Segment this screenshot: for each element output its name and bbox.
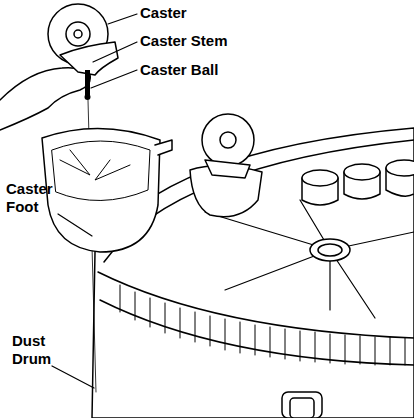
drum-spokes [205, 200, 414, 318]
caster-drawing [48, 4, 118, 100]
drum-band [100, 300, 414, 365]
hand [0, 68, 90, 130]
drum-knob [282, 392, 322, 418]
drum-knob [290, 398, 314, 418]
part-label: Dust Drum [12, 332, 60, 368]
part-label: Caster [140, 4, 260, 22]
drum-ridges [120, 285, 405, 365]
part-label: Caster Ball [140, 61, 280, 79]
spoke-hub [318, 244, 342, 256]
caster-foot-drawing [42, 128, 172, 252]
part-label: Caster Foot [6, 180, 62, 216]
part-label: Caster Stem [140, 32, 280, 50]
second-caster [190, 114, 262, 217]
spoke-hub [310, 239, 350, 261]
drum-cups [302, 160, 414, 205]
leader-lines [52, 14, 137, 388]
